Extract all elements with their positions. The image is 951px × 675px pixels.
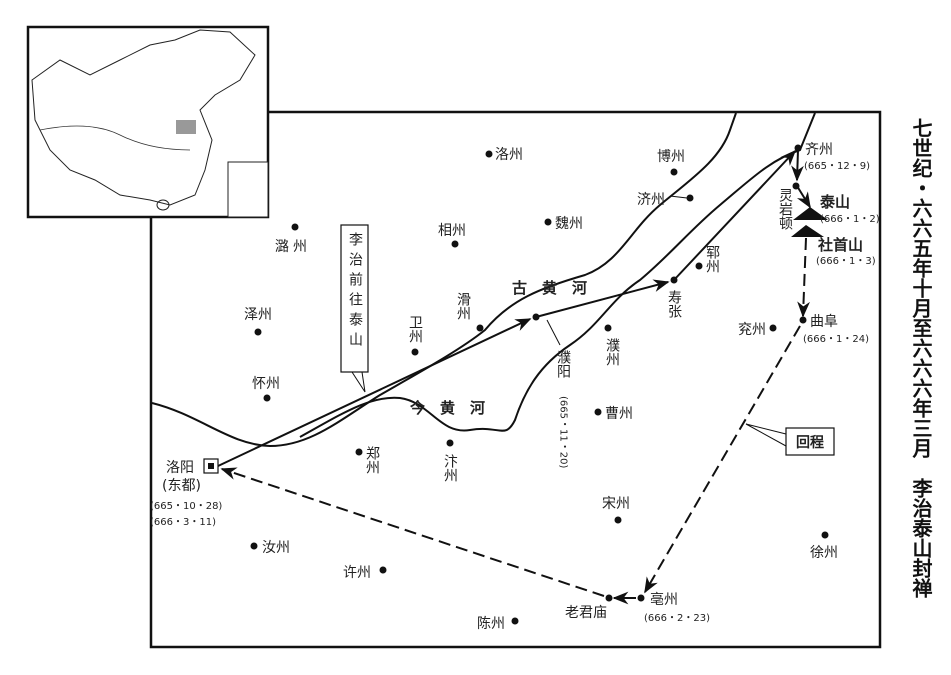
place-laojunmiao: 老君庙 <box>565 605 607 621</box>
river-south-bank <box>299 112 816 438</box>
place-bozhou-2: 亳州 <box>650 591 678 608</box>
date-luoyang-1: (665・10・28) <box>150 501 222 512</box>
place-bianzhou: 汴州 <box>442 454 458 482</box>
place-yanzhou: 兖州 <box>738 322 766 338</box>
date-qufu: (666・1・24) <box>803 334 869 345</box>
place-dongdu: (东都) <box>162 478 201 494</box>
place-labels: 洛州 博州 济州 魏州 相州 潞州 泽州 怀州 卫州 滑州 濮阳 濮州 寿张 郓… <box>162 142 863 632</box>
place-qizhou: 齐州 <box>805 142 833 158</box>
place-taishan: 泰山 <box>819 193 850 211</box>
return-route <box>220 237 810 605</box>
place-puzhou: 濮州 <box>604 338 620 366</box>
map-frame <box>149 110 882 649</box>
place-jizhou: 济州 <box>637 192 665 208</box>
place-shouzhang: 寿张 <box>666 289 682 319</box>
place-yunzhou: 郓州 <box>704 245 720 273</box>
place-luoyang: 洛阳 <box>166 460 194 476</box>
place-puyang: 濮阳 <box>555 350 571 378</box>
place-luozhou: 洛州 <box>495 147 523 163</box>
date-luoyang-2: (666・3・11) <box>150 517 216 528</box>
callout-outbound: 李治前往泰山 <box>340 224 369 393</box>
place-ruzhou: 汝州 <box>262 540 290 556</box>
date-qizhou: (665・12・9) <box>804 161 870 172</box>
inset-china-map <box>26 25 270 219</box>
place-huaizhou: 怀州 <box>252 376 280 392</box>
place-xuzhou: 徐州 <box>810 545 838 561</box>
outbound-route <box>217 149 811 467</box>
place-caozhou: 曹州 <box>605 406 633 422</box>
place-xuzhou-2: 许州 <box>343 565 371 581</box>
mountain-icon-taishan <box>793 207 828 220</box>
place-bozhou: 博州 <box>657 148 685 165</box>
date-sheshoushan: (666・1・3) <box>816 256 876 267</box>
place-dots <box>250 144 829 625</box>
map-title: 七世纪・六六五年十月至六六六年三月 李治泰山封禅 <box>909 118 933 598</box>
place-lingyandun: 灵岩顿 <box>777 188 793 230</box>
place-xiangzhou: 相州 <box>438 223 466 239</box>
mountain-icon-sheshoushan <box>791 225 824 237</box>
callout-return: 回程 <box>745 423 835 456</box>
place-songzhou: 宋州 <box>602 496 630 512</box>
place-huazhou: 滑州 <box>455 291 471 320</box>
place-zhengzhou: 郑州 <box>364 446 380 474</box>
place-weizhou: 魏州 <box>555 216 583 232</box>
label-old-yellow-river: 古 黄 河 <box>512 279 587 297</box>
date-puyang: (665・11・20) <box>558 396 569 468</box>
place-luzhou: 潞州 <box>275 239 311 255</box>
callout-return-text: 回程 <box>796 435 824 451</box>
date-taishan: (666・1・2) <box>820 214 880 225</box>
place-weizhou-2: 卫州 <box>407 315 423 343</box>
callout-outbound-text: 李治前往泰山 <box>347 232 363 352</box>
place-chenzhou: 陈州 <box>477 615 505 632</box>
place-qufu: 曲阜 <box>810 313 838 330</box>
date-bozhou: (666・2・23) <box>644 613 710 624</box>
river-north-bank <box>151 112 737 448</box>
place-sheshoushan: 社首山 <box>817 236 863 254</box>
place-zezhou: 泽州 <box>244 307 272 323</box>
label-new-yellow-river: 今 黄 河 <box>409 399 485 417</box>
date-labels: (665・10・28) (666・3・11) (665・11・20) (665・… <box>150 161 880 624</box>
